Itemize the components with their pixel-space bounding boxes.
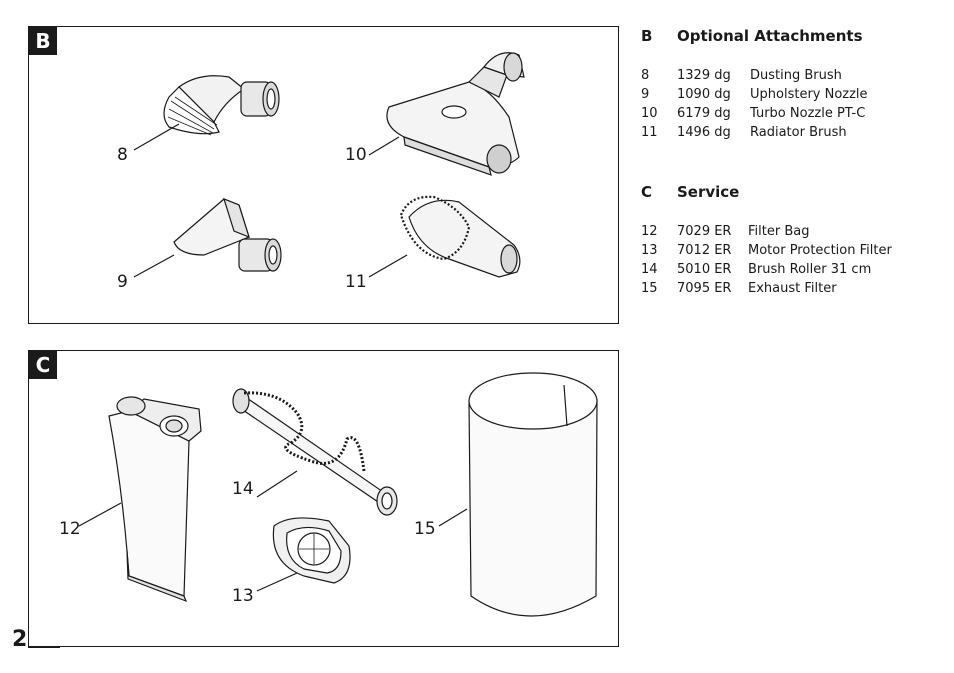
callout-15: 15 bbox=[414, 519, 436, 539]
list-item: 9 1090 dg Upholstery Nozzle bbox=[641, 85, 941, 104]
panel-optional-attachments: B bbox=[28, 26, 619, 324]
item-name: Exhaust Filter bbox=[748, 281, 837, 296]
callout-12: 12 bbox=[59, 519, 81, 539]
item-name: Radiator Brush bbox=[750, 125, 847, 140]
item-number: 11 bbox=[641, 125, 658, 140]
list-item: 11 1496 dg Radiator Brush bbox=[641, 123, 941, 142]
section-title: Optional Attachments bbox=[677, 27, 863, 45]
callout-9: 9 bbox=[117, 272, 128, 292]
item-code: 6179 dg bbox=[677, 106, 731, 121]
item-number: 10 bbox=[641, 106, 658, 121]
item-name: Brush Roller 31 cm bbox=[748, 262, 872, 277]
item-name: Turbo Nozzle PT-C bbox=[750, 106, 866, 121]
item-name: Filter Bag bbox=[748, 224, 810, 239]
item-number: 9 bbox=[641, 87, 650, 102]
item-number: 13 bbox=[641, 243, 658, 258]
list-item: 13 7012 ER Motor Protection Filter bbox=[641, 241, 941, 260]
section-letter: C bbox=[641, 183, 653, 201]
item-code: 7029 ER bbox=[677, 224, 732, 239]
section-heading-c: C Service bbox=[641, 182, 941, 202]
section-optional-attachments: B Optional Attachments 8 1329 dg Dusting Br… bbox=[641, 26, 941, 142]
page-number-rule bbox=[28, 647, 60, 648]
item-code: 7012 ER bbox=[677, 243, 732, 258]
service-parts-illustration bbox=[78, 372, 598, 617]
list-item: 10 6179 dg Turbo Nozzle PT-C bbox=[641, 104, 941, 123]
item-name: Dusting Brush bbox=[750, 68, 842, 83]
page-number: 2 bbox=[12, 627, 28, 652]
item-number: 15 bbox=[641, 281, 658, 296]
list-item: 14 5010 ER Brush Roller 31 cm bbox=[641, 260, 941, 279]
item-name: Upholstery Nozzle bbox=[750, 87, 868, 102]
turbo-nozzle-illustration bbox=[368, 52, 525, 176]
list-item: 12 7029 ER Filter Bag bbox=[641, 222, 941, 241]
callout-11: 11 bbox=[345, 272, 367, 292]
parts-list-c: 12 7029 ER Filter Bag 13 7012 ER Motor Prote… bbox=[641, 222, 941, 298]
item-number: 12 bbox=[641, 224, 658, 239]
callout-13: 13 bbox=[232, 586, 254, 606]
exhaust-filter-illustration bbox=[438, 372, 598, 617]
item-code: 1329 dg bbox=[677, 68, 731, 83]
attachments-illustration bbox=[133, 52, 525, 278]
section-title: Service bbox=[677, 183, 740, 201]
callout-8: 8 bbox=[117, 145, 128, 165]
item-number: 8 bbox=[641, 68, 650, 83]
panel-service: C bbox=[28, 350, 619, 647]
section-letter: B bbox=[641, 27, 653, 45]
parts-list-b: 8 1329 dg Dusting Brush 9 1090 dg Upholstery… bbox=[641, 66, 941, 142]
section-service: C Service 12 7029 ER Filter Bag 13 7012 ER Mo… bbox=[641, 182, 941, 298]
item-code: 7095 ER bbox=[677, 281, 732, 296]
item-code: 5010 ER bbox=[677, 262, 732, 277]
filter-bag-illustration bbox=[78, 396, 202, 603]
item-number: 14 bbox=[641, 262, 658, 277]
radiator-brush-illustration bbox=[368, 195, 521, 278]
dusting-brush-illustration bbox=[133, 75, 280, 151]
section-heading-b: B Optional Attachments bbox=[641, 26, 941, 46]
item-code: 1090 dg bbox=[677, 87, 731, 102]
callout-14: 14 bbox=[232, 479, 254, 499]
brush-roller-illustration bbox=[232, 388, 398, 516]
list-item: 8 1329 dg Dusting Brush bbox=[641, 66, 941, 85]
item-name: Motor Protection Filter bbox=[748, 243, 892, 258]
panel-letter-c: C bbox=[29, 351, 57, 379]
item-code: 1496 dg bbox=[677, 125, 731, 140]
list-item: 15 7095 ER Exhaust Filter bbox=[641, 279, 941, 298]
panel-letter-b: B bbox=[29, 27, 57, 55]
callout-10: 10 bbox=[345, 145, 367, 165]
motor-protection-filter-illustration bbox=[256, 517, 351, 592]
upholstery-nozzle-illustration bbox=[133, 197, 282, 278]
